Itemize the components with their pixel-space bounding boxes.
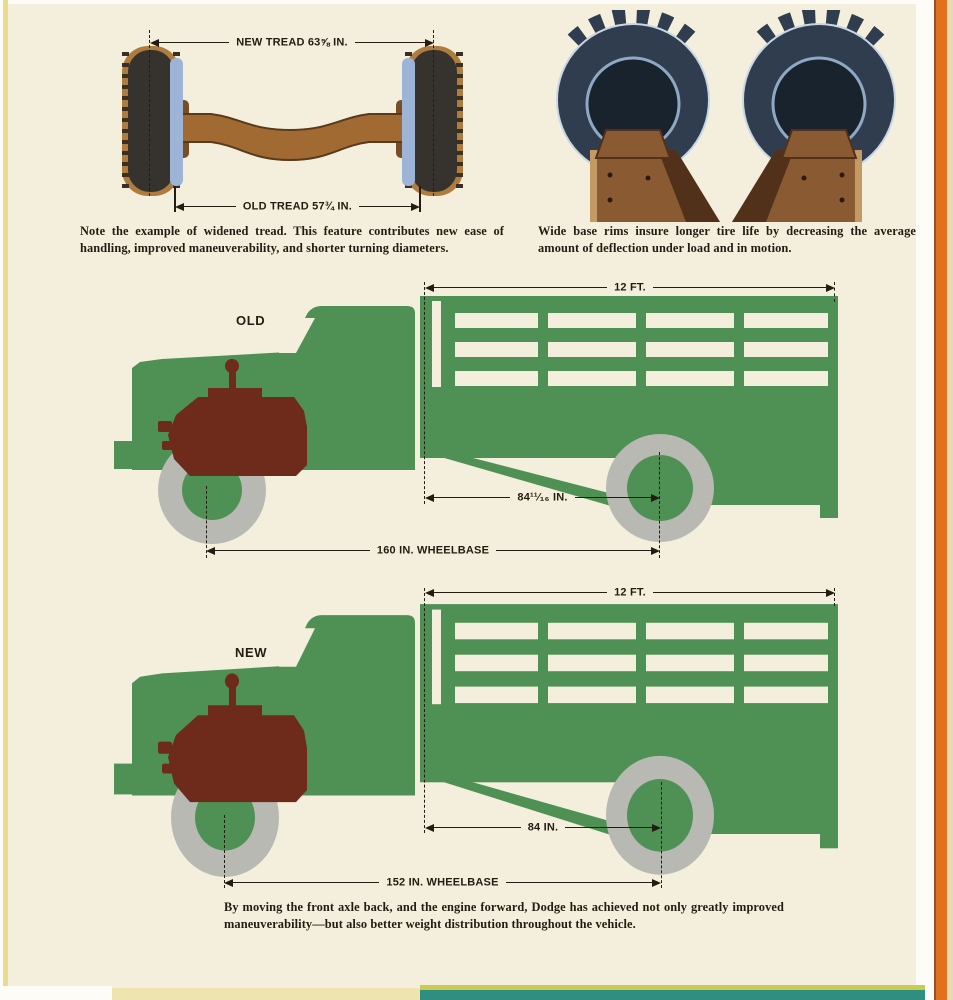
dim-line [233, 882, 380, 883]
axle-illustration [122, 46, 463, 196]
extension-line [424, 588, 425, 833]
dim-label: 12 FT. [614, 281, 646, 293]
tread-caption: Note the example of widened tread. This … [80, 224, 504, 255]
extension-line [659, 452, 660, 558]
right-orange-band [936, 0, 947, 1000]
arrow-left-icon [175, 202, 184, 211]
arrow-left-icon [425, 588, 434, 597]
arrow-right-icon [826, 283, 835, 292]
new-truck-label: NEW [235, 645, 268, 660]
arrow-right-icon [826, 588, 835, 597]
right-margin [916, 0, 934, 1000]
arrow-left-icon [425, 283, 434, 292]
dim-line [215, 550, 370, 551]
dim-line [434, 497, 511, 498]
tread-figure: NEW TREAD 63⅝ IN. OLD TREAD 57¾ IN. [75, 14, 495, 219]
arrow-left-icon [425, 493, 434, 502]
dimension-cab-to-axle-old: 84¹¹⁄₁₆ IN. [425, 491, 661, 504]
arrow-left-icon [206, 546, 215, 555]
dim-label: 152 IN. WHEELBASE [386, 876, 499, 888]
dimension-new-tread: NEW TREAD 63⅝ IN. [150, 36, 434, 49]
left-edge-white [0, 0, 3, 1000]
bottom-chartreuse-line [420, 985, 925, 990]
right-tan-edge [947, 0, 953, 1000]
dim-line [505, 882, 653, 883]
arrow-right-icon [651, 546, 661, 555]
dim-label: NEW TREAD 63⅝ IN. [236, 36, 348, 48]
dim-line [652, 287, 826, 288]
bottom-teal-band [420, 990, 925, 1000]
footer-caption: By moving the front axle back, and the e… [224, 900, 784, 931]
dim-label: 12 FT. [614, 586, 646, 598]
dim-line [184, 206, 236, 207]
arrow-left-icon [224, 878, 233, 887]
arrow-left-icon [150, 38, 159, 47]
arrow-right-icon [411, 202, 420, 211]
arrow-right-icon [651, 493, 661, 502]
bottom-left-white [0, 986, 112, 1000]
arrow-right-icon [652, 823, 661, 832]
extension-line [433, 30, 434, 196]
extension-tick [174, 186, 176, 212]
new-truck-illustration [114, 604, 838, 877]
top-edge [0, 0, 953, 4]
extension-line [661, 782, 662, 888]
rim-caption: Wide base rims insure longer tire life b… [538, 224, 916, 255]
rim-figure [540, 10, 912, 222]
dimension-wheelbase-new: 152 IN. WHEELBASE [224, 876, 662, 889]
arrow-left-icon [425, 823, 434, 832]
extension-line [149, 30, 150, 196]
dimension-bed-length-new: 12 FT. [425, 586, 835, 599]
extension-line [224, 815, 225, 888]
dimension-bed-length-old: 12 FT. [425, 281, 835, 294]
dimension-wheelbase-old: 160 IN. WHEELBASE [206, 544, 661, 557]
tire-cross-section-illustration [540, 10, 912, 222]
extension-line [206, 486, 207, 558]
extension-line [834, 282, 835, 302]
dim-line [565, 827, 652, 828]
dim-line [359, 206, 411, 207]
dim-line [434, 287, 608, 288]
extension-line [834, 588, 835, 606]
dim-label: 84 IN. [527, 821, 559, 833]
dim-line [354, 42, 425, 43]
dim-line [652, 592, 826, 593]
old-truck-label: OLD [236, 313, 266, 328]
right-brown-line [934, 0, 936, 1000]
dim-line [496, 550, 652, 551]
bottom-yellow-band [112, 988, 420, 1000]
dim-line [434, 592, 608, 593]
arrow-right-icon [652, 878, 662, 887]
dim-label: 160 IN. WHEELBASE [376, 544, 490, 556]
dimension-cab-to-axle-new: 84 IN. [425, 821, 661, 834]
extension-line [424, 282, 425, 504]
old-truck-illustration [114, 296, 838, 544]
extension-tick [419, 186, 421, 212]
left-edge-yellow [3, 0, 8, 1000]
dim-line [434, 827, 521, 828]
dim-label: 84¹¹⁄₁₆ IN. [517, 491, 568, 503]
dim-line [159, 42, 230, 43]
dimension-old-tread: OLD TREAD 57¾ IN. [175, 200, 420, 213]
arrow-right-icon [425, 38, 434, 47]
dim-label: OLD TREAD 57¾ IN. [242, 200, 353, 212]
dim-line [574, 497, 652, 498]
